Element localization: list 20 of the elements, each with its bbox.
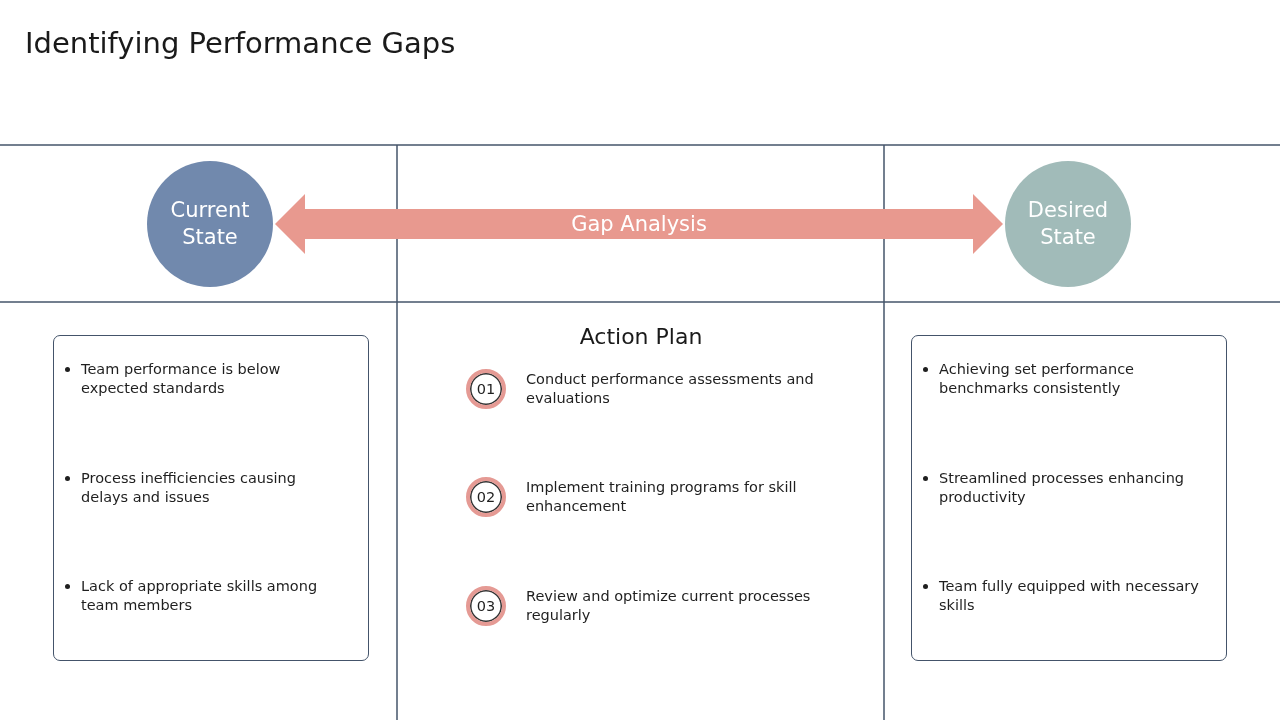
double-block-arrow [275,194,1003,254]
state-circle: Current State [147,161,273,287]
bullet-item: Achieving set performance benchmarks consistently [923,360,1203,398]
step-text: Implement training programs for skill enhancement [526,478,798,516]
bullet-item: Process inefficiencies causing delays and issues [65,468,345,507]
edge-label: Gap Analysis [571,211,707,237]
slide-title: Identifying Performance Gaps [25,25,456,62]
section-heading: Action Plan [578,323,704,351]
bullet-item: Lack of appropriate skills among team members [65,577,345,615]
state-circle: Desired State [1005,161,1131,287]
text-panel [911,335,1227,661]
text-panel [53,335,369,661]
step-text: Conduct performance assessments and evaluations [526,370,815,408]
number-badge: 03 [466,586,506,626]
bullet-item: Streamlined processes enhancing productivity [923,468,1203,507]
number-badge: 02 [466,477,506,517]
step-text: Review and optimize current processes regularly [526,587,812,625]
bullet-item: Team performance is below expected standards [65,360,345,398]
bullet-item: Team fully equipped with necessary skills [923,577,1203,615]
number-badge: 01 [466,369,506,409]
